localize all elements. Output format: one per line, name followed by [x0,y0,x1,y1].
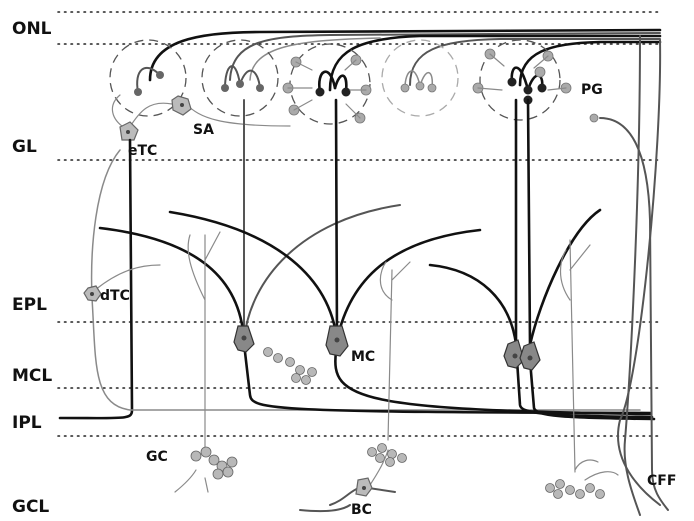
cell-labels: SA eTC PG dTC MC GC BC CFF [100,82,676,518]
cell-label-mc: MC [351,349,375,365]
glomerulus-4 [381,39,459,117]
layer-labels: ONL GL EPL MCL IPL GCL [12,19,52,517]
layer-label-onl: ONL [12,19,52,39]
periglomerular-cells [282,48,572,124]
sa-etc-cells [58,94,291,420]
glomerulus-1 [109,39,187,117]
layer-label-gl: GL [12,137,37,157]
mitral-tufted-cells [98,98,656,421]
gc-cluster-mcl [263,347,317,385]
glomerulus-2 [201,39,279,117]
gc-cluster-center [367,443,407,467]
layer-label-ipl: IPL [12,413,42,433]
cell-label-etc: eTC [128,143,157,159]
centrifugal-fibers [574,35,669,516]
cell-label-sa: SA [193,122,214,138]
cell-label-pg: PG [581,82,603,98]
granule-cells [174,231,605,499]
cell-label-bc: BC [351,502,372,518]
gc-cluster-left [190,446,238,480]
layer-label-mcl: MCL [12,366,52,386]
dtc-cell [83,149,641,411]
layer-label-gcl: GCL [12,497,49,517]
glomerulus-5 [479,39,561,121]
gc-cluster-right [545,479,605,499]
layer-label-epl: EPL [12,295,47,315]
cell-label-dtc: dTC [100,288,130,304]
layer-boundaries [57,11,663,437]
cell-label-cff: CFF [647,473,676,489]
cell-label-gc: GC [146,449,168,465]
blanes-cell [299,449,396,513]
